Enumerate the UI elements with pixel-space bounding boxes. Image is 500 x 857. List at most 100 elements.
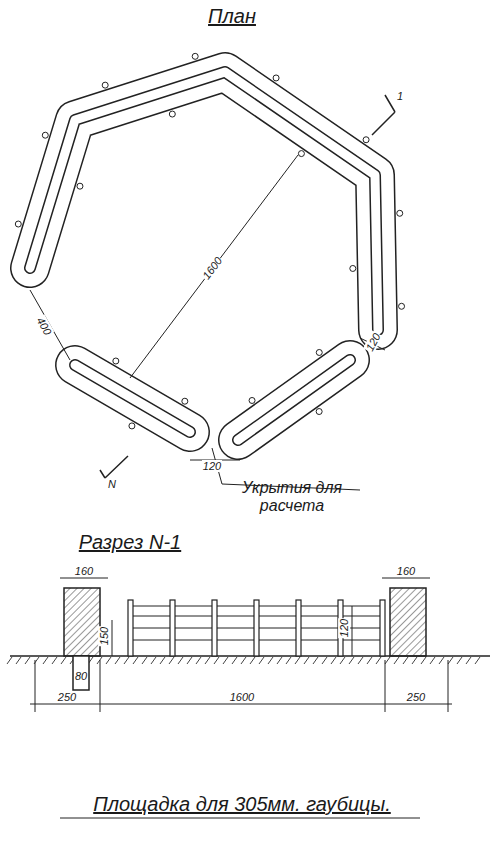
ground-tick (196, 657, 201, 664)
post-circle (113, 358, 119, 364)
fence-post (170, 600, 175, 656)
post-circle (42, 132, 48, 138)
section-mark (372, 95, 395, 135)
ground-tick (313, 657, 318, 664)
dimension-text: 1600 (229, 691, 255, 703)
dimension-text: 250 (57, 691, 77, 703)
post-circle (350, 265, 356, 271)
trench (73, 656, 89, 690)
post-circle (397, 210, 403, 216)
dimension-text: 120 (202, 460, 222, 472)
sheet-caption: Площадка для 305мм. гаубицы. (92, 793, 392, 815)
ground-tick (448, 657, 453, 664)
dimension-line (112, 620, 113, 656)
ground-tick (340, 657, 345, 664)
wall-stroke (30, 72, 378, 330)
ground-tick (403, 657, 408, 664)
dimension-line (30, 578, 452, 712)
post-circle (298, 151, 304, 157)
dimension-text: 80 (74, 670, 88, 682)
ground-tick (52, 657, 57, 664)
wall-stroke (238, 360, 350, 440)
fence-post (254, 600, 259, 656)
section-mark-label: 1 (396, 90, 404, 102)
fence-post (128, 600, 133, 656)
ground-tick (439, 657, 444, 664)
ground-tick (205, 657, 210, 664)
ground-tick (475, 657, 480, 664)
shelter-note: Укрытия для расчета (226, 479, 358, 514)
ground-tick (16, 657, 21, 664)
ground-tick (241, 657, 246, 664)
post-circle (363, 137, 369, 143)
post-circle (182, 398, 188, 404)
wall-stroke (30, 72, 378, 330)
post-circle (169, 111, 175, 117)
ground-tick (250, 657, 255, 664)
post-circles (15, 53, 404, 429)
ground-tick (322, 657, 327, 664)
post-circle (399, 303, 405, 309)
ground-tick (259, 657, 264, 664)
dimension-line (352, 606, 353, 656)
dimension-text: 250 (406, 691, 426, 703)
ground-tick (178, 657, 183, 664)
wall-section (390, 588, 426, 656)
ground-tick (430, 657, 435, 664)
fence-post (296, 600, 301, 656)
caption-underline (60, 818, 420, 819)
ground-tick (367, 657, 372, 664)
ground-tick (106, 657, 111, 664)
post-circle (102, 82, 108, 88)
wall-section (64, 588, 100, 656)
ground-tick (394, 657, 399, 664)
ground-tick (160, 657, 165, 664)
dimension-line (130, 155, 298, 378)
ground-tick (277, 657, 282, 664)
wall-stroke (238, 360, 350, 440)
ground-tick (169, 657, 174, 664)
post-circle (316, 409, 322, 415)
ground-tick (412, 657, 417, 664)
ground-tick (124, 657, 129, 664)
wall-stroke (30, 72, 378, 330)
section-title: Разрез N-1 (78, 531, 182, 553)
dimension-text: 400 (34, 314, 55, 338)
ground-tick (43, 657, 48, 664)
dimension-text: 150 (98, 626, 110, 646)
ground-tick (7, 657, 12, 664)
fence-post (380, 600, 385, 656)
dimension-text: 160 (74, 565, 94, 577)
dimension-line (30, 290, 70, 360)
dimension-text: 1600 (199, 254, 225, 282)
section-mark-label: N (107, 478, 117, 490)
ground-tick (358, 657, 363, 664)
wall-stroke (238, 360, 350, 440)
plan-title: План (207, 5, 257, 27)
ground-tick (61, 657, 66, 664)
wall-stroke (30, 72, 378, 330)
post-circle (273, 75, 279, 81)
ground-tick (133, 657, 138, 664)
fence-post (212, 600, 217, 656)
ground-tick (223, 657, 228, 664)
ground-tick (304, 657, 309, 664)
ground-tick (115, 657, 120, 664)
ground-tick (376, 657, 381, 664)
ground-tick (331, 657, 336, 664)
ground-tick (349, 657, 354, 664)
earth-wall (30, 72, 378, 440)
post-circle (316, 349, 322, 355)
ground-tick (466, 657, 471, 664)
dimension-text: 160 (396, 565, 416, 577)
ground-tick (151, 657, 156, 664)
ground-tick (142, 657, 147, 664)
wall-stroke (238, 360, 350, 440)
post-circle (249, 397, 255, 403)
fence (128, 600, 385, 656)
post-circle (192, 53, 198, 59)
post-circle (15, 221, 21, 227)
ground-tick (295, 657, 300, 664)
